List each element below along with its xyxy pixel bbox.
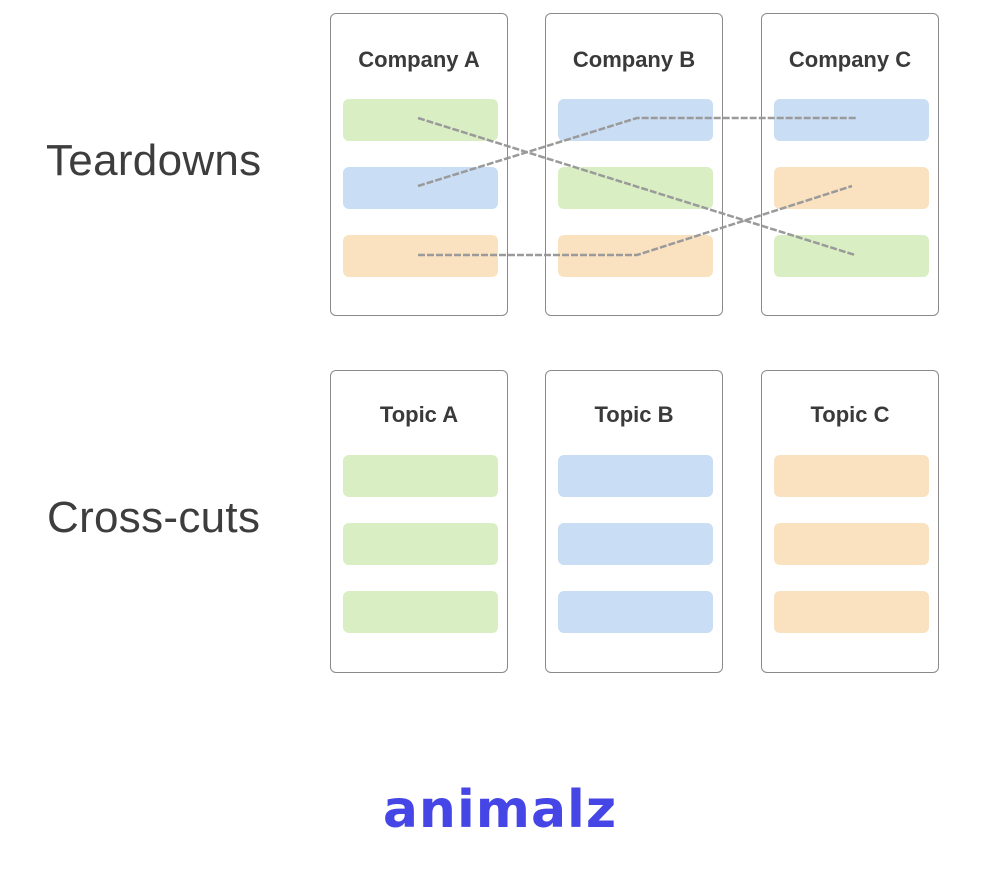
card-title: Topic A — [379, 402, 459, 427]
bar-blue — [558, 591, 713, 633]
bar-orange — [774, 167, 929, 209]
card-company-b: Company B — [545, 13, 723, 316]
card-company-c: Company C — [761, 13, 939, 316]
animalz-logo: animalz — [382, 780, 618, 840]
bar-orange — [343, 235, 498, 277]
card-title: Company A — [358, 47, 480, 72]
bar-blue — [343, 167, 498, 209]
bar-green — [558, 167, 713, 209]
bar-blue — [558, 99, 713, 141]
bar-orange — [558, 235, 713, 277]
bar-green — [343, 99, 498, 141]
bar-orange — [774, 455, 929, 497]
card-topic-c: Topic C — [761, 370, 939, 673]
bar-blue — [774, 99, 929, 141]
card-company-a: Company A — [330, 13, 508, 316]
card-topic-b: Topic B — [545, 370, 723, 673]
card-title: Topic B — [594, 402, 674, 427]
bar-green — [343, 523, 498, 565]
bar-green — [343, 591, 498, 633]
bar-orange — [774, 523, 929, 565]
card-topic-a: Topic A — [330, 370, 508, 673]
row-label-cross-cuts: Cross-cuts — [47, 493, 261, 542]
bar-blue — [558, 455, 713, 497]
row-label-teardowns: Teardowns — [46, 136, 262, 185]
card-title: Company B — [572, 47, 696, 72]
bar-green — [343, 455, 498, 497]
card-title: Topic C — [810, 402, 890, 427]
bar-orange — [774, 591, 929, 633]
bar-blue — [558, 523, 713, 565]
bar-green — [774, 235, 929, 277]
card-title: Company C — [788, 47, 912, 72]
